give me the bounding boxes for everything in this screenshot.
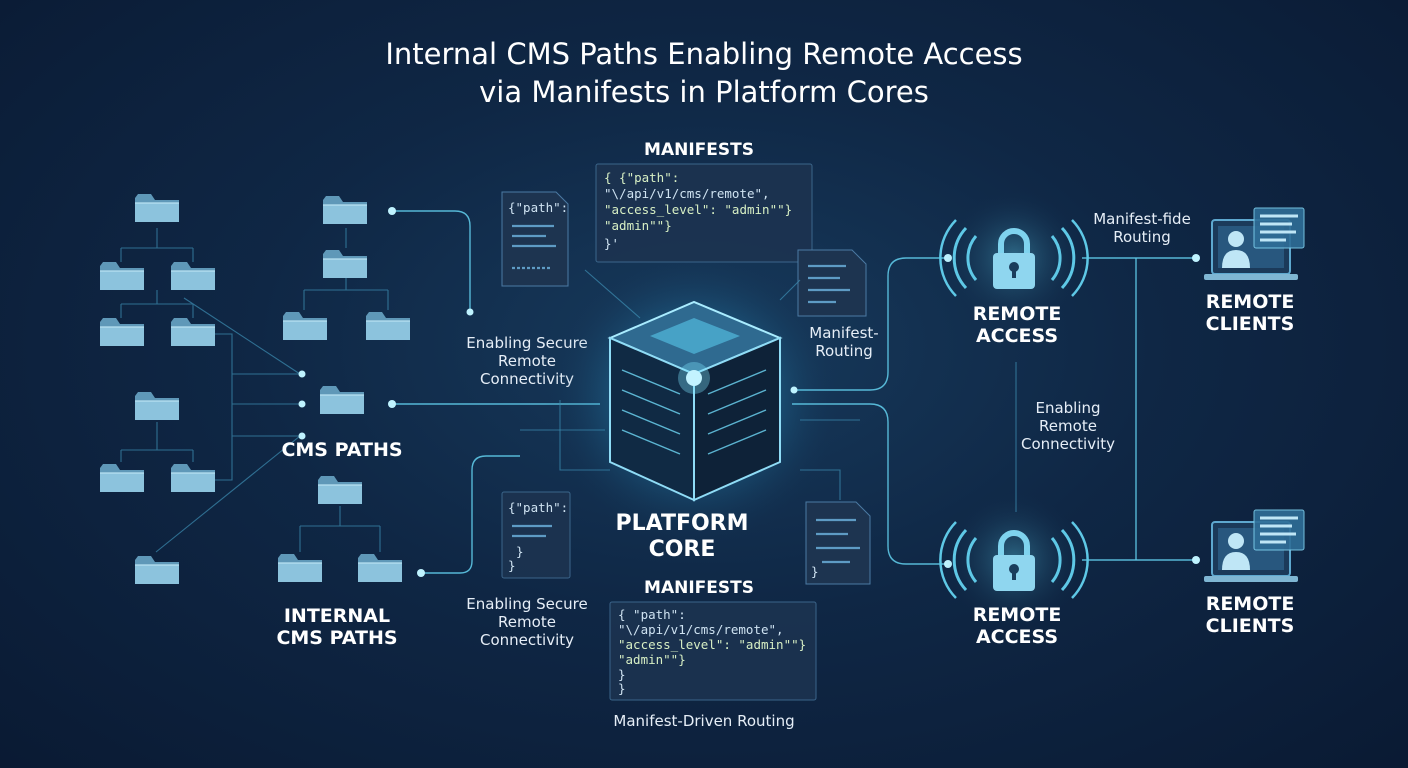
code-top-line-3: "access_level": "admin""} — [604, 202, 792, 217]
snippet-bottom-line-1: {"path": — [508, 500, 568, 515]
connector-dot — [1192, 254, 1200, 262]
snippet-top-text: {"path": — [508, 200, 568, 215]
manifests-top-label: MANIFESTS — [644, 140, 754, 160]
code-bottom-line-6: } — [618, 681, 626, 696]
manifest-fide-routing-line-1: Manifest-fide — [1093, 210, 1191, 228]
remote-clients-top-line-2: CLIENTS — [1206, 313, 1295, 335]
manifest-routing-line-2: Routing — [815, 342, 873, 360]
code-bottom-line-1: { "path": — [618, 607, 686, 622]
folder-icon — [322, 195, 368, 225]
connector-dot — [1192, 556, 1200, 564]
enabling-remote-line-1: Enabling — [1035, 399, 1100, 417]
enabling-remote-line-3: Connectivity — [1021, 435, 1115, 453]
manifests-bottom-label: MANIFESTS — [644, 578, 754, 598]
code-top-line-4: "admin""} — [604, 218, 672, 233]
folder-icon — [317, 475, 363, 505]
manifest-fide-routing-line-2: Routing — [1113, 228, 1171, 246]
left-tree-connectors — [120, 228, 389, 553]
folder-icon — [319, 385, 365, 415]
snippet-bottom-line-3: } — [508, 558, 516, 573]
folder-icon — [322, 249, 368, 279]
manifest-code-top: { {"path": "\/api/v1/cms/remote", "acces… — [595, 163, 813, 263]
folder-icon — [277, 553, 323, 583]
folder-icon — [170, 463, 216, 493]
code-bottom-line-5: } — [618, 667, 626, 682]
folder-icon — [170, 317, 216, 347]
remote-clients-top-line-1: REMOTE — [1206, 291, 1295, 313]
code-bottom-line-2: "\/api/v1/cms/remote", — [618, 622, 784, 637]
internal-cms-paths-label-2: CMS PATHS — [276, 627, 397, 649]
connector-dot — [417, 569, 425, 577]
enabling-secure-bottom-line-2: Remote — [498, 613, 556, 631]
connector-dot — [298, 432, 306, 440]
remote-access-top-line-1: REMOTE — [973, 303, 1062, 325]
code-bottom-line-3: "access_level": "admin""} — [618, 637, 806, 652]
remote-access-bottom-line-1: REMOTE — [973, 604, 1062, 626]
core-to-remote-connectors — [584, 257, 948, 565]
snippet-card-top: {"path": — [501, 191, 569, 287]
folder-icon — [99, 261, 145, 291]
code-top-line-5: }' — [604, 236, 619, 251]
folder-icon — [99, 463, 145, 493]
connector-dot — [466, 308, 474, 316]
cms-paths-label: CMS PATHS — [281, 439, 402, 461]
document-icon — [797, 249, 867, 317]
remote-clients-bottom-line-1: REMOTE — [1206, 593, 1295, 615]
connector-dot — [790, 386, 798, 394]
folder-icon — [282, 311, 328, 341]
manifest-code-bottom: { "path": "\/api/v1/cms/remote", "access… — [609, 601, 817, 701]
code-top-line-2: "\/api/v1/cms/remote", — [604, 186, 770, 201]
title-line-2: via Manifests in Platform Cores — [479, 75, 929, 109]
document-icon: } — [805, 501, 871, 585]
snippet-bottom-line-2: } — [516, 544, 524, 559]
enabling-secure-bottom-line-3: Connectivity — [480, 631, 574, 649]
connector-dot — [298, 400, 306, 408]
folder-icon — [134, 555, 180, 585]
platform-core-cube-icon — [544, 250, 844, 550]
remote-clients-bottom-line-2: CLIENTS — [1206, 615, 1295, 637]
doc-bottom-text: } — [811, 564, 819, 579]
remote-access-top-line-2: ACCESS — [976, 325, 1058, 347]
laptop-user-icon — [1202, 508, 1306, 584]
internal-cms-paths-label-1: INTERNAL — [284, 605, 390, 627]
connector-dot — [388, 207, 396, 215]
enabling-remote-line-2: Remote — [1039, 417, 1097, 435]
remote-access-top — [938, 188, 1090, 328]
title-line-1: Internal CMS Paths Enabling Remote Acces… — [385, 37, 1022, 71]
folder-icon — [134, 391, 180, 421]
folder-icon — [365, 311, 411, 341]
connector-dot — [298, 370, 306, 378]
folder-icon — [99, 317, 145, 347]
remote-access-bottom — [938, 490, 1090, 630]
manifest-routing-line-1: Manifest- — [809, 324, 878, 342]
code-top-line-1: { {"path": — [604, 170, 679, 185]
snippet-card-bottom: {"path": } } — [501, 491, 571, 579]
manifest-driven-routing-label: Manifest-Driven Routing — [613, 712, 794, 730]
connector-dot — [388, 400, 396, 408]
platform-core-label-1: PLATFORM — [615, 511, 748, 536]
remote-to-clients-connectors — [1082, 257, 1194, 561]
code-bottom-line-4: "admin""} — [618, 652, 686, 667]
folder-icon — [357, 553, 403, 583]
enabling-secure-top-line-2: Remote — [498, 352, 556, 370]
folder-icon — [170, 261, 216, 291]
laptop-user-icon — [1202, 206, 1306, 282]
enabling-secure-bottom-line-1: Enabling Secure — [466, 595, 587, 613]
platform-core-label-2: CORE — [649, 537, 716, 562]
folder-icon — [134, 193, 180, 223]
remote-access-bottom-line-2: ACCESS — [976, 626, 1058, 648]
